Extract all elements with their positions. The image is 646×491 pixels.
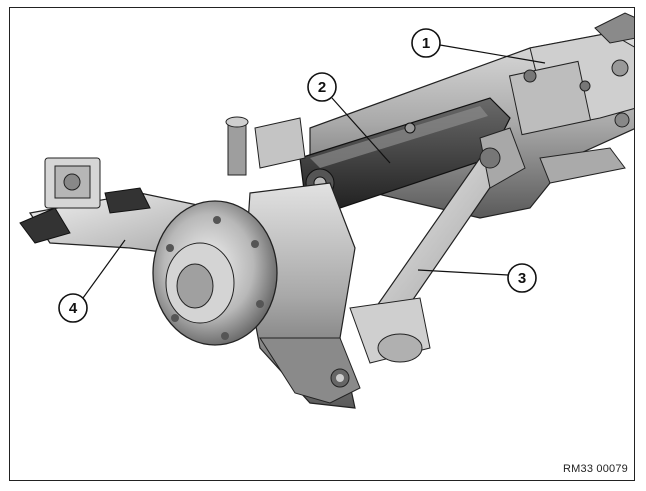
leader-lines bbox=[82, 44, 546, 299]
callout-3: 3 bbox=[507, 263, 537, 293]
svg-text:1: 1 bbox=[422, 35, 430, 52]
callout-4: 4 bbox=[58, 293, 88, 323]
svg-text:3: 3 bbox=[518, 270, 526, 287]
callout-2: 2 bbox=[307, 72, 337, 102]
upper-control-arm-part bbox=[299, 97, 511, 209]
reference-code: RM33 00079 bbox=[563, 463, 628, 475]
wheel-carrier bbox=[244, 182, 361, 409]
callout-1: 1 bbox=[411, 28, 441, 58]
svg-text:4: 4 bbox=[69, 300, 78, 317]
wheel-hub bbox=[152, 200, 278, 346]
damper-mount bbox=[225, 116, 306, 176]
rear-axle-illustration: 1 2 3 4 bbox=[19, 12, 634, 409]
lower-control-arm-part bbox=[349, 127, 526, 364]
diagram-frame: 1 2 3 4 RM33 00079 bbox=[9, 7, 635, 481]
svg-text:2: 2 bbox=[318, 79, 326, 96]
